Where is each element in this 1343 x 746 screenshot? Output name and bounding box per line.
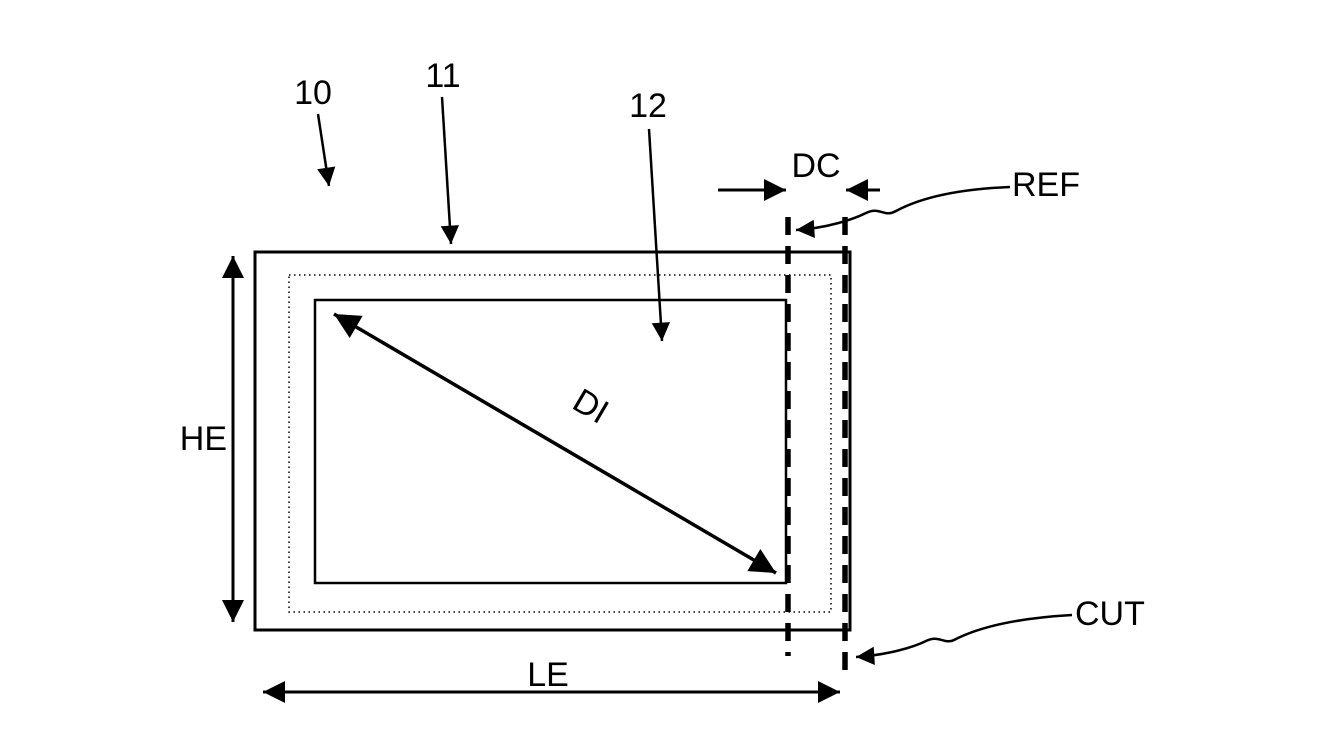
inner-rectangle	[313, 298, 788, 585]
label-11: 11	[425, 57, 460, 95]
di-diagonal-arrow	[333, 312, 777, 575]
label-10: 10	[294, 74, 332, 112]
label-12-arrow	[647, 128, 671, 342]
dotted-rectangle	[288, 274, 832, 613]
outer-rectangle	[253, 250, 852, 632]
label-10-arrow	[316, 113, 336, 187]
le-label: LE	[527, 656, 569, 694]
dc-label: DC	[791, 147, 840, 185]
ref-leader-arrow	[795, 185, 1011, 239]
label-11-arrow	[440, 96, 460, 245]
label-12: 12	[629, 87, 667, 125]
di-label: DI	[566, 382, 615, 432]
he-label: HE	[180, 420, 227, 458]
cut-label: CUT	[1075, 595, 1145, 633]
cut-leader-arrow	[855, 613, 1073, 666]
ref-label: REF	[1012, 166, 1080, 204]
